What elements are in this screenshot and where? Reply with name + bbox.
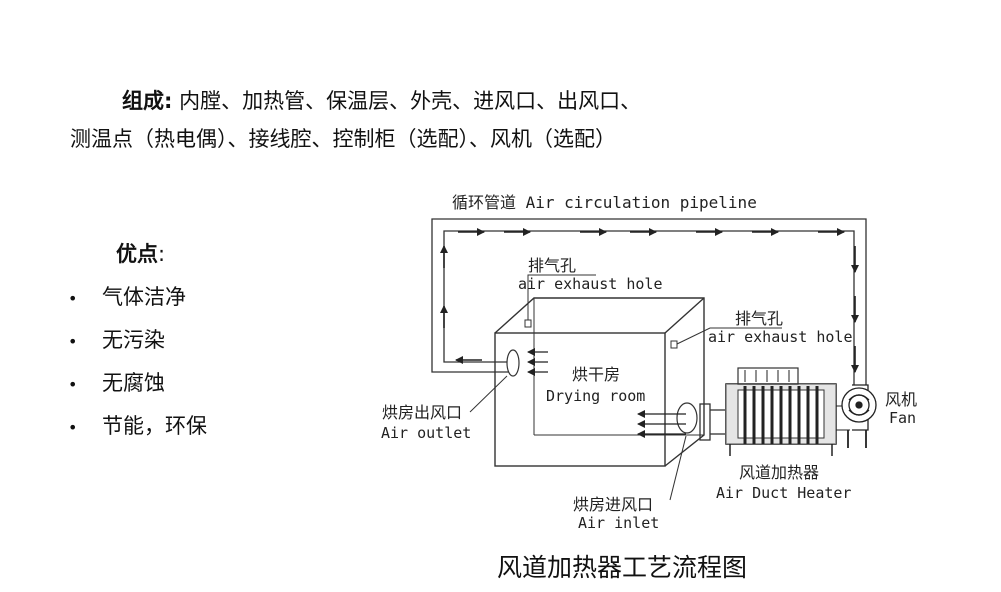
list-item: • 无污染 bbox=[68, 321, 207, 364]
fan-icon bbox=[841, 384, 877, 448]
bullet-icon: • bbox=[68, 332, 78, 351]
advantages-label: 优点 bbox=[116, 242, 158, 266]
advantages-list: • 气体洁净 • 无污染 • 无腐蚀 • 节能，环保 bbox=[68, 278, 207, 450]
bullet-icon: • bbox=[68, 289, 78, 308]
bullet-icon: • bbox=[68, 375, 78, 394]
air-outlet-icon bbox=[506, 349, 520, 377]
flow-arrows bbox=[440, 228, 859, 373]
drying-room-label-zh: 烘干房 bbox=[572, 365, 620, 384]
air-outlet-label-en: Air outlet bbox=[381, 424, 471, 442]
exhaust-label-zh-2: 排气孔 bbox=[735, 309, 783, 328]
exhaust-hole-icon bbox=[524, 319, 532, 328]
list-item: • 气体洁净 bbox=[68, 278, 207, 321]
composition-text: 组成: 内膛、加热管、保温层、外壳、进风口、出风口、 测温点（热电偶）、接线腔、… bbox=[70, 82, 641, 158]
heater-label-zh: 风道加热器 bbox=[739, 463, 819, 482]
drying-room-label-en: Drying room bbox=[546, 387, 645, 405]
exhaust-label-zh: 排气孔 bbox=[528, 256, 576, 275]
heater-label-en: Air Duct Heater bbox=[716, 484, 851, 502]
exhaust-label-en-2: air exhaust hole bbox=[708, 328, 853, 346]
leader-lines bbox=[469, 274, 782, 501]
exhaust-label-en: air exhaust hole bbox=[518, 275, 663, 293]
outlet-flow-arrows bbox=[527, 348, 548, 376]
inlet-flow-arrows bbox=[637, 410, 686, 438]
heater-duct bbox=[699, 403, 725, 441]
exhaust-hole-icon bbox=[670, 340, 678, 349]
composition-line1: 内膛、加热管、保温层、外壳、进风口、出风口、 bbox=[179, 89, 642, 113]
composition-label: 组成: bbox=[122, 89, 173, 113]
advantage-item: 无腐蚀 bbox=[102, 371, 165, 395]
diagram-caption: 风道加热器工艺流程图 bbox=[497, 553, 748, 582]
air-inlet-label-zh: 烘房进风口 bbox=[573, 495, 653, 514]
pipeline-label: 循环管道 Air circulation pipeline bbox=[452, 193, 757, 212]
air-duct-heater bbox=[725, 367, 850, 456]
drying-room bbox=[494, 297, 705, 467]
list-item: • 无腐蚀 bbox=[68, 364, 207, 407]
advantage-item: 无污染 bbox=[102, 328, 165, 352]
advantages-colon: : bbox=[158, 242, 166, 266]
air-outlet-label-zh: 烘房出风口 bbox=[382, 403, 462, 422]
composition-line2: 测温点（热电偶）、接线腔、控制柜（选配）、风机（选配） bbox=[70, 127, 616, 151]
air-inlet-label-en: Air inlet bbox=[578, 514, 659, 532]
air-inlet-icon bbox=[676, 402, 698, 434]
fan-label-en: Fan bbox=[889, 409, 916, 427]
circulation-pipeline bbox=[431, 218, 867, 385]
advantage-item: 节能，环保 bbox=[102, 414, 207, 438]
advantages-title: 优点: bbox=[116, 238, 165, 268]
fan-label-zh: 风机 bbox=[885, 390, 917, 409]
list-item: • 节能，环保 bbox=[68, 407, 207, 450]
advantage-item: 气体洁净 bbox=[102, 285, 186, 309]
bullet-icon: • bbox=[68, 418, 78, 437]
